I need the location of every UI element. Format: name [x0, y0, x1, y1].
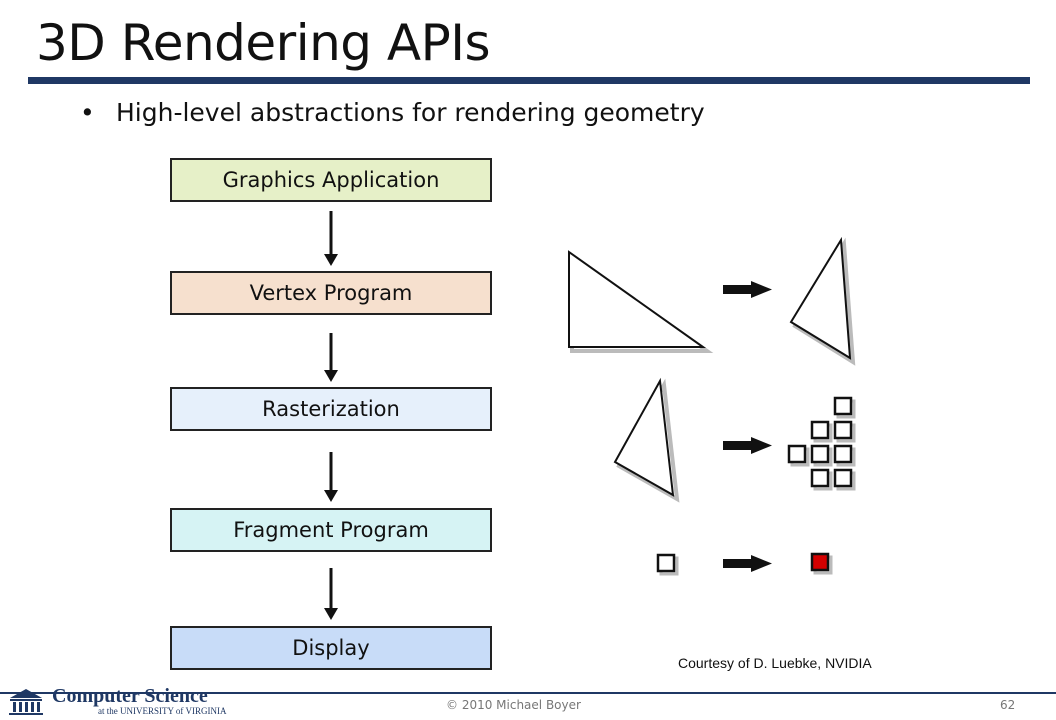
fragment-cell [833, 420, 853, 440]
stage-display: Display [170, 626, 492, 670]
stage-label: Display [292, 636, 370, 660]
fragment-cell [833, 468, 853, 488]
stage-vertex-program: Vertex Program [170, 271, 492, 315]
image-credit: Courtesy of D. Luebke, NVIDIA [678, 655, 872, 671]
stage-rasterization: Rasterization [170, 387, 492, 431]
fragment-cell [810, 468, 830, 488]
cs-logo: Computer Science at the UNIVERSITY of VI… [6, 683, 236, 719]
footer-rule [0, 692, 1056, 694]
shaded-fragment [810, 552, 833, 575]
logo-sub-text: at the UNIVERSITY of VIRGINIA [98, 706, 227, 716]
fragment-cell [810, 420, 830, 440]
pipeline-arrow-3 [324, 452, 338, 502]
stage-label: Fragment Program [233, 518, 429, 542]
slide-title: 3D Rendering APIs [36, 14, 491, 72]
pipeline-illustration [324, 211, 856, 620]
input-triangle [568, 250, 714, 353]
copyright: © 2010 Michael Boyer [446, 698, 581, 712]
pipeline-arrow-1 [324, 211, 338, 266]
page-number: 62 [1000, 698, 1016, 712]
title-underline [28, 77, 1030, 84]
logo-main-text: Computer Science [52, 685, 208, 707]
fragment-grid [787, 396, 856, 491]
pipeline-arrow-2 [324, 333, 338, 382]
input-fragment [656, 553, 679, 576]
fragment-cell [833, 396, 853, 416]
fragment-cell [810, 444, 830, 464]
transformed-triangle [789, 236, 856, 366]
transform-arrow [723, 281, 772, 298]
pipeline-arrow-4 [324, 568, 338, 620]
fragment-cell [787, 444, 807, 464]
rasterize-arrow [723, 437, 772, 454]
fragment-cell [833, 444, 853, 464]
bullet-marker: • [80, 98, 95, 127]
stage-label: Rasterization [262, 397, 400, 421]
bullet-item: • High-level abstractions for rendering g… [80, 98, 705, 127]
stage-label: Graphics Application [222, 168, 440, 192]
bullet-text: High-level abstractions for rendering ge… [116, 98, 705, 127]
rotunda-icon [9, 689, 43, 715]
raster-input-triangle [613, 377, 680, 503]
stage-label: Vertex Program [249, 281, 413, 305]
shade-arrow [723, 555, 772, 572]
stage-graphics-application: Graphics Application [170, 158, 492, 202]
stage-fragment-program: Fragment Program [170, 508, 492, 552]
